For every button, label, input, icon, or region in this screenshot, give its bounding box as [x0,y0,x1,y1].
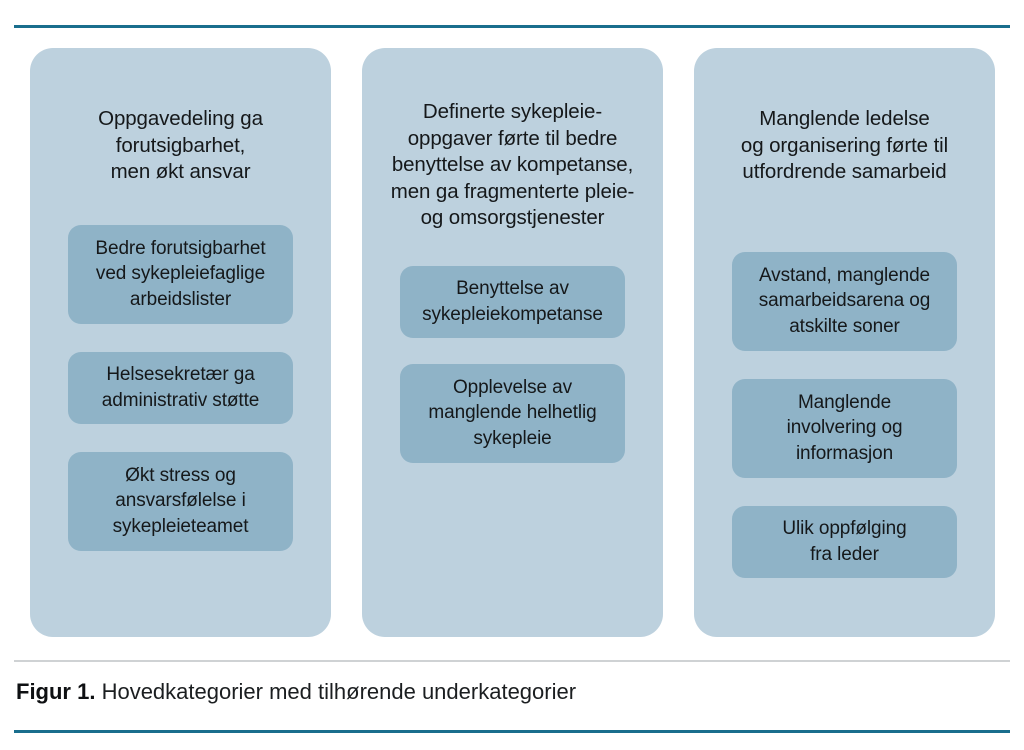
subcategory-box: Benyttelse av sykepleiekompetanse [400,265,625,338]
category-heading-1: Oppgavedeling ga forutsigbarhet, men økt… [98,107,263,183]
category-panel-3: Manglende ledelse og organisering førte … [694,48,995,637]
subcategory-box: Bedre forutsigbarhet ved sykepleiefaglig… [68,224,293,324]
figure-caption-label: Figur 1. [16,679,96,704]
top-accent-rule [14,25,1010,28]
subcategory-box: Helsesekretær ga administrativ støtte [68,351,293,424]
subcategory-box: Økt stress og ansvarsfølelse i sykepleie… [68,451,293,551]
category-panel-2: Definerte sykepleie- oppgaver førte til … [362,48,663,637]
category-panel-1: Oppgavedeling ga forutsigbarhet, men økt… [30,48,331,637]
caption-separator-rule [14,660,1010,662]
subcategory-list-2: Benyttelse av sykepleiekompetanse Opplev… [371,265,654,463]
category-columns: Oppgavedeling ga forutsigbarhet, men økt… [30,48,995,637]
subcategory-box: Avstand, manglende samarbeidsarena og at… [732,251,957,351]
category-heading-2: Definerte sykepleie- oppgaver førte til … [390,100,635,229]
figure-caption-text: Hovedkategorier med tilhørende underkate… [95,679,577,704]
subcategory-list-3: Avstand, manglende samarbeidsarena og at… [703,251,986,578]
bottom-accent-rule [14,730,1010,733]
subcategory-list-1: Bedre forutsigbarhet ved sykepleiefaglig… [39,224,322,551]
subcategory-box: Manglende involvering og informasjon [732,378,957,478]
subcategory-box: Ulik oppfølging fra leder [732,505,957,578]
subcategory-box: Opplevelse av manglende helhetlig sykepl… [400,363,625,463]
category-heading-3: Manglende ledelse og organisering førte … [740,107,949,183]
figure-caption: Figur 1. Hovedkategorier med tilhørende … [16,677,1006,707]
